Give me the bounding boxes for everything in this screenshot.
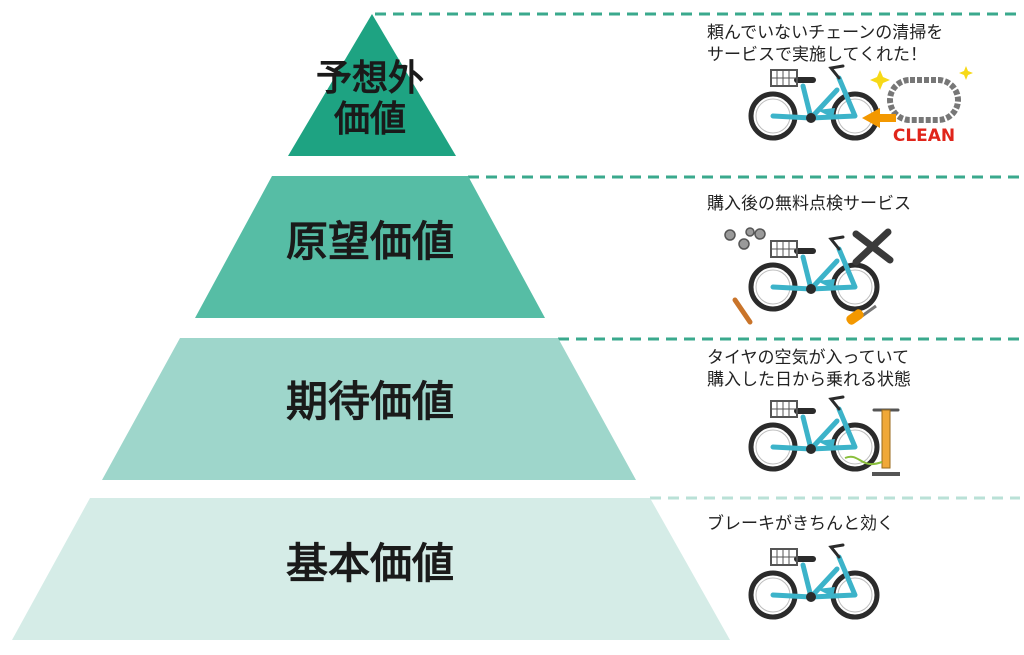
tier-label-basic-value: 基本価値 (285, 539, 454, 588)
tire-lever-icon (732, 297, 753, 325)
bolts-icon (724, 227, 766, 250)
tier-3-illustration (751, 545, 877, 617)
clean-badge: CLEAN (893, 126, 955, 146)
tier-2-shape (102, 338, 636, 480)
tier-label-desired-value: 原望価値 (285, 217, 454, 266)
bicycle-icon (751, 545, 877, 617)
tier-2-illustration (751, 397, 900, 476)
tier-1-shape (195, 176, 545, 318)
tier-3-description: ブレーキがきちんと効く (707, 514, 894, 534)
tier-0-illustration: CLEAN (751, 66, 973, 146)
tier-3-shape (12, 498, 730, 640)
chain-icon (887, 77, 961, 123)
tier-1-illustration (724, 227, 894, 325)
tier-1-description: 購入後の無料点検サービス (707, 194, 911, 214)
tier-0-shape (288, 14, 456, 156)
wrench-icon (852, 228, 894, 266)
bicycle-icon (751, 66, 877, 138)
tier-0-description: 頼んでいないチェーンの清掃を サービスで実施してくれた！ (707, 23, 944, 66)
air-pump-icon (844, 408, 900, 476)
bicycle-icon (751, 237, 877, 309)
dashed-dividers (375, 12, 1020, 500)
tier-label-unexpected-value: 予想外 価値 (315, 58, 424, 141)
arrow-left-icon (862, 108, 896, 128)
tier-label-expected-value: 期待価値 (285, 377, 454, 426)
screwdriver-icon (846, 304, 877, 325)
sparkle-icon (870, 66, 973, 90)
tier-2-description: タイヤの空気が入っていて 購入した日から乗れる状態 (707, 348, 911, 391)
